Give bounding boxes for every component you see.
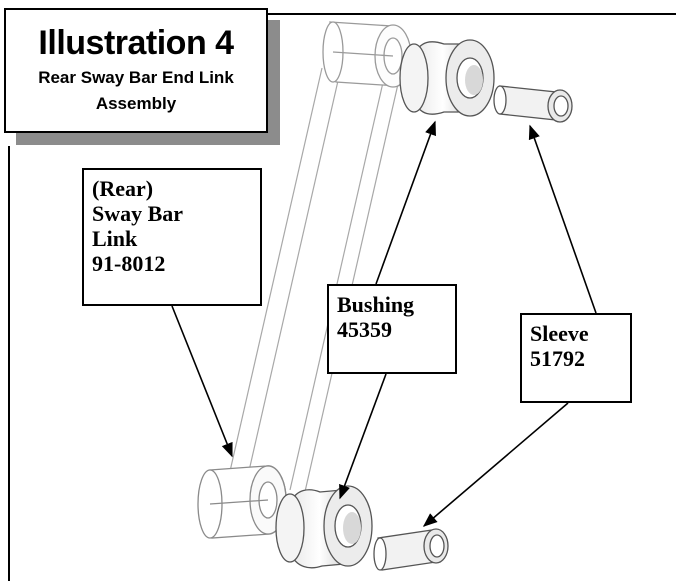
label-line: Link xyxy=(92,226,138,251)
label-part-number: 45359 xyxy=(337,317,392,342)
label-line: Sleeve xyxy=(530,321,589,346)
top-bushing xyxy=(399,39,495,117)
illustration-subtitle-line1: Rear Sway Bar End Link xyxy=(38,68,234,87)
arrow-bushing-bottom xyxy=(339,373,387,500)
top-sleeve xyxy=(493,85,573,123)
arrow-link xyxy=(171,305,233,458)
link-bottom-eye xyxy=(197,465,287,539)
arrow-sleeve-top xyxy=(528,124,597,314)
arrow-sleeve-bottom xyxy=(422,402,569,527)
illustration-subtitle-line2: Assembly xyxy=(95,94,177,113)
arrow-bushing-top xyxy=(375,120,436,285)
bottom-sleeve xyxy=(373,528,449,571)
leader-arrows xyxy=(171,120,597,527)
title-box: Illustration 4 Rear Sway Bar End Link As… xyxy=(4,8,268,133)
label-sleeve: Sleeve 51792 xyxy=(520,313,632,403)
label-part-number: 91-8012 xyxy=(92,251,166,276)
label-bushing: Bushing 45359 xyxy=(327,284,457,374)
label-sway-bar-link: (Rear) Sway Bar Link 91-8012 xyxy=(82,168,262,306)
bottom-bushing xyxy=(275,485,373,569)
page-border xyxy=(8,13,676,581)
label-part-number: 51792 xyxy=(530,346,585,371)
link-top-eye xyxy=(322,21,412,88)
illustration-title: Illustration 4 xyxy=(38,24,234,62)
label-line: Bushing xyxy=(337,292,415,317)
label-line: Sway Bar xyxy=(92,201,184,226)
label-line: (Rear) xyxy=(92,176,154,201)
